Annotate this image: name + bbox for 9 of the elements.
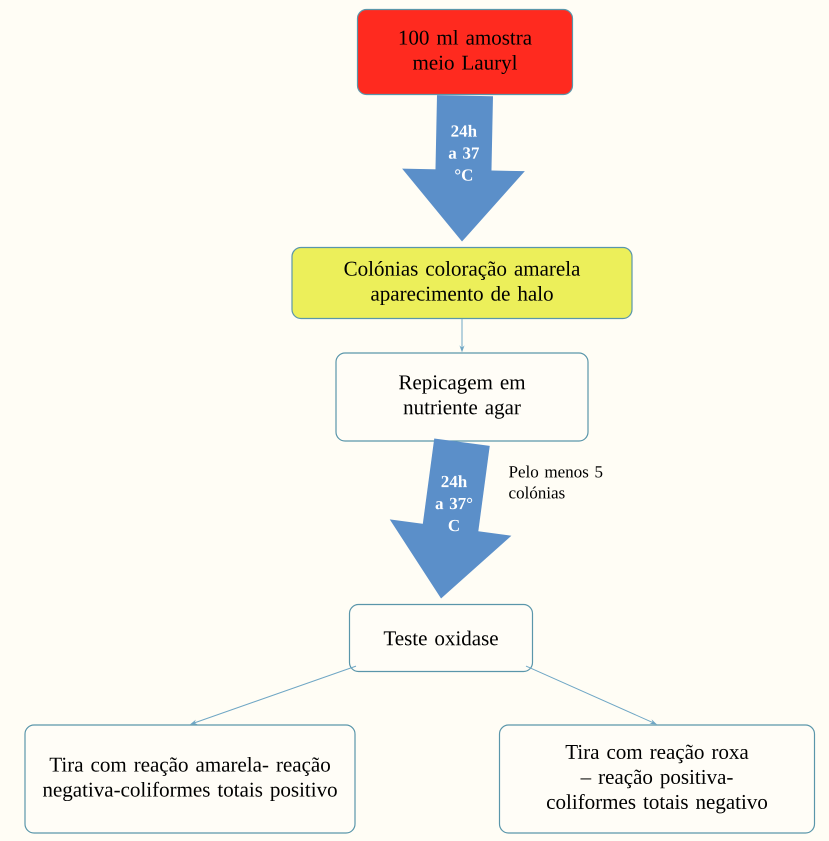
process-box: Colónias coloração amarela aparecimento de halo [291, 246, 633, 320]
note-text: Pelo menos 5 colónias [509, 466, 602, 498]
process-box: Teste oxidase [348, 604, 534, 672]
process-box: 100 ml amostra meio Lauryl [356, 8, 574, 96]
edge-label: 24h a 37 °C [442, 124, 485, 182]
edge-label: 24h a 37° C [433, 474, 476, 532]
process-box: Tira com reação roxa – reação positiva- coliformes totais negativo [498, 724, 816, 834]
process-box: Tira com reação amarela- reação negativa-coliformes totais positivo [24, 724, 356, 834]
process-box: Repicagem em nutriente agar [335, 352, 589, 442]
